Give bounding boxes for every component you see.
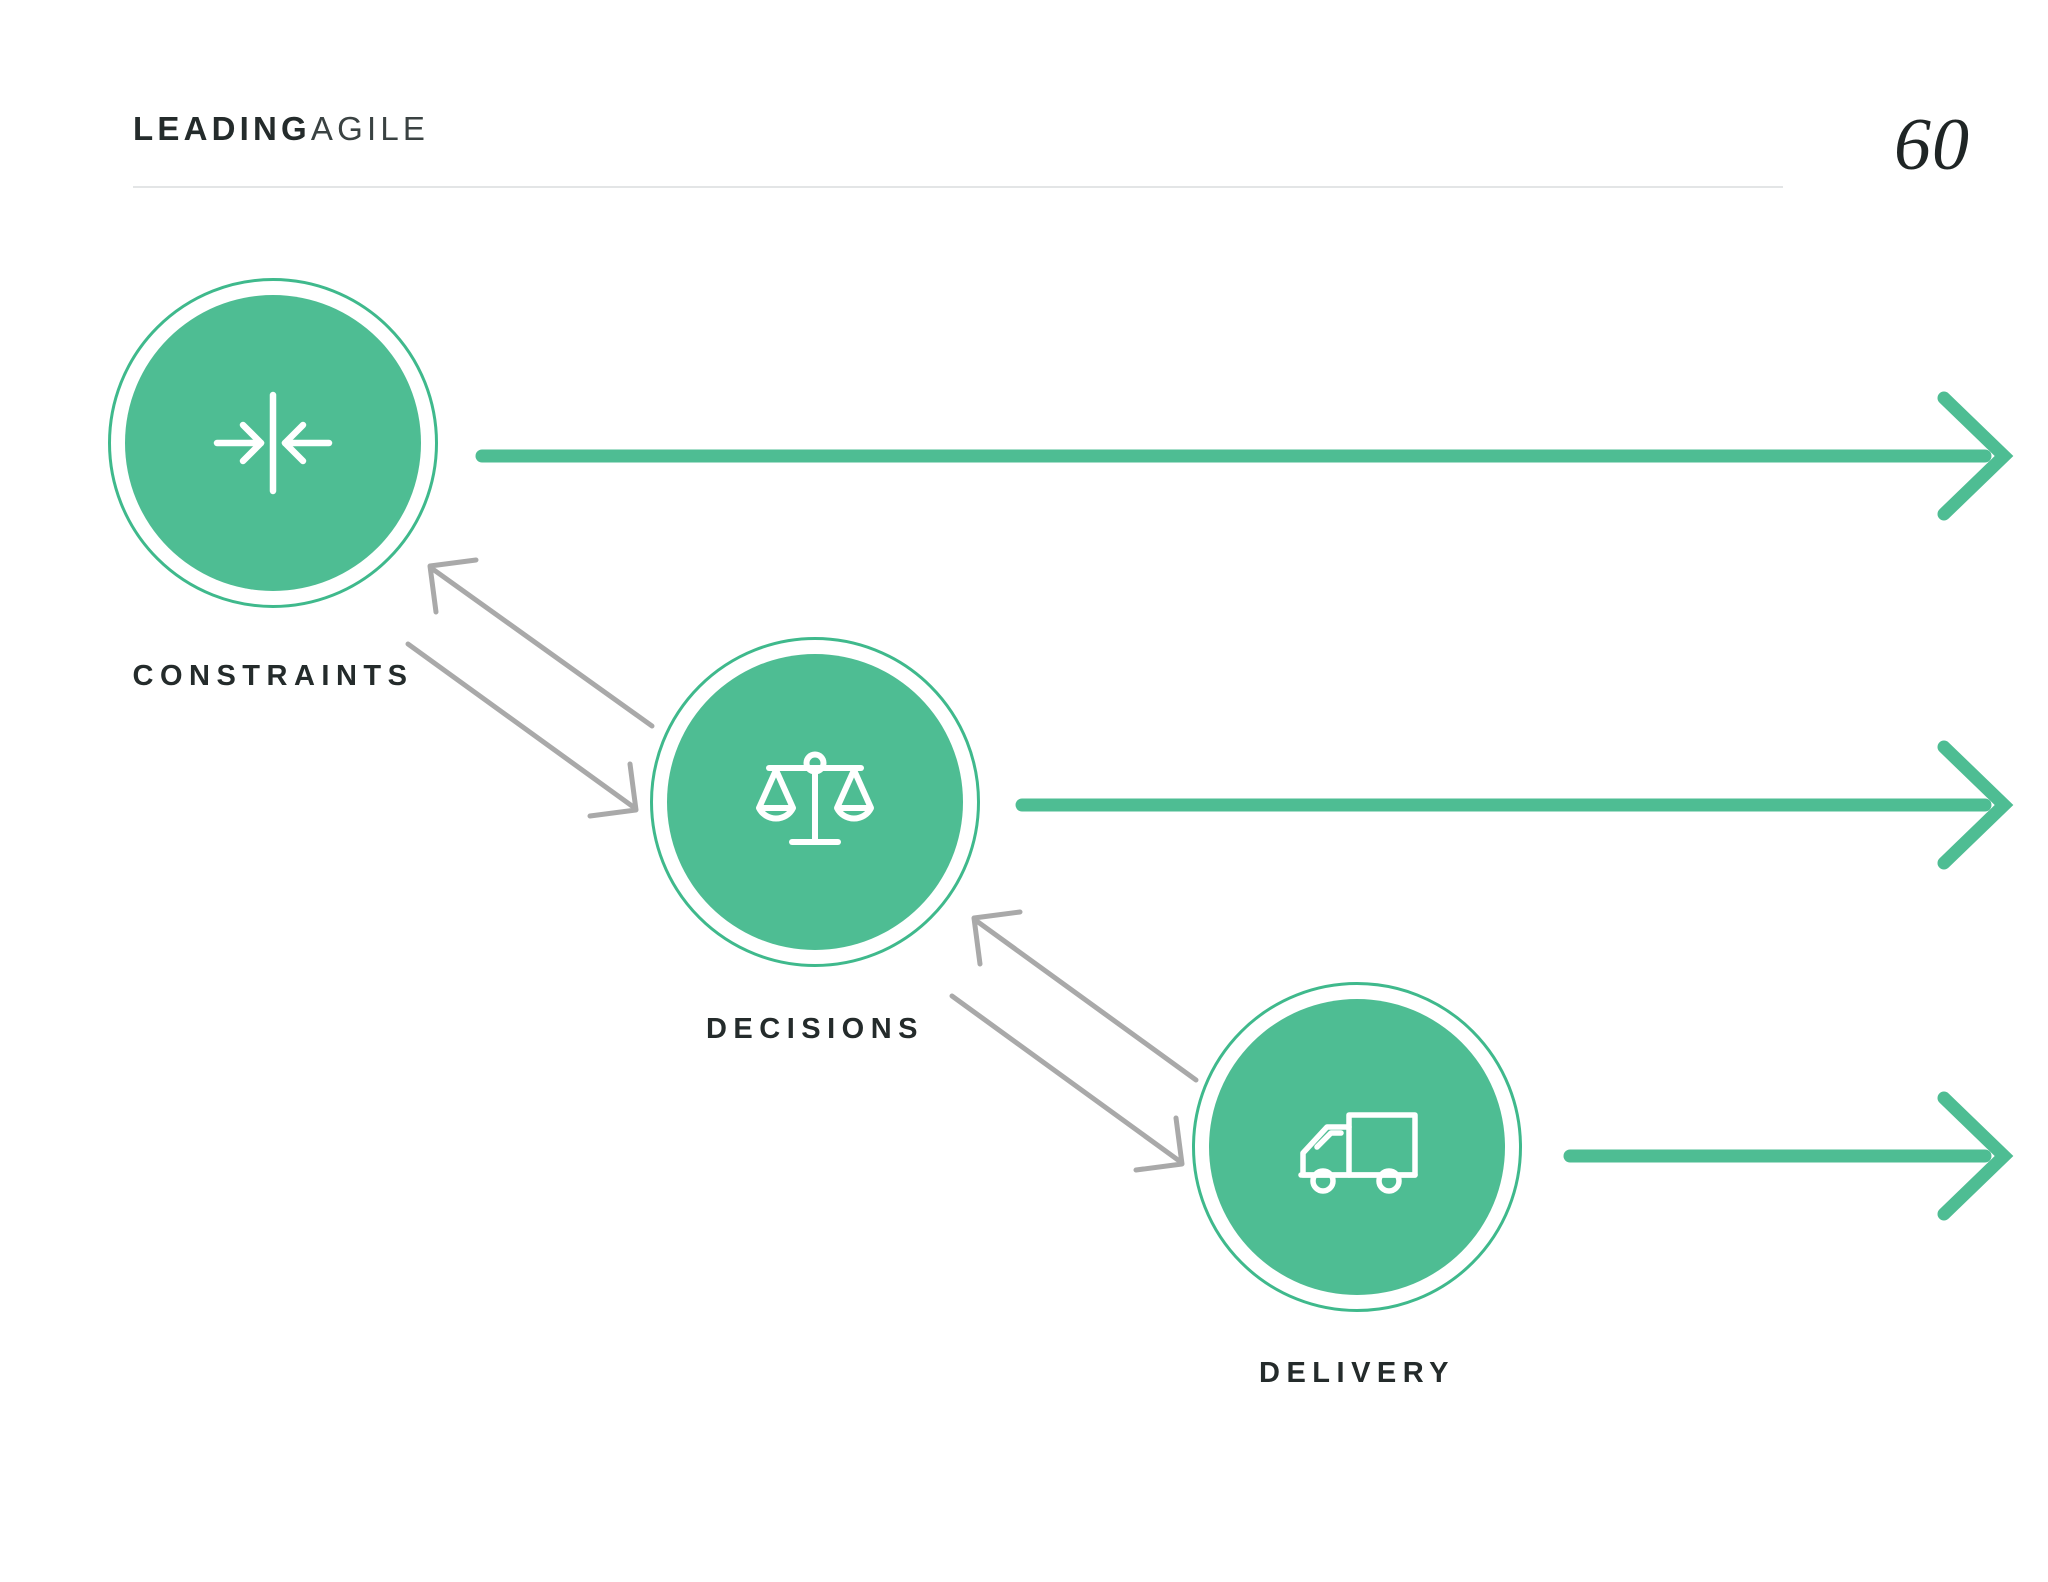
node-constraints[interactable] — [108, 278, 438, 608]
feedback-arrow-decisions-to-delivery — [949, 993, 1185, 1173]
brand-logo-light: AGILE — [310, 110, 430, 147]
node-label-decisions: DECISIONS — [705, 1013, 925, 1045]
flow-arrow-decisions — [1015, 740, 2014, 870]
node-label-constraints: CONSTRAINTS — [132, 660, 414, 692]
brand-logo: LEADINGAGILE — [133, 112, 429, 145]
node-disc — [125, 295, 421, 591]
feedback-arrow-decisions-to-constraints — [427, 557, 655, 729]
flow-arrow-constraints — [475, 391, 2014, 521]
node-outer-ring — [1192, 982, 1522, 1312]
feedback-arrow-constraints-to-decisions — [405, 641, 639, 819]
feedback-arrow-delivery-to-decisions — [971, 909, 1199, 1083]
flow-arrow-delivery — [1563, 1091, 2014, 1221]
node-label-delivery: DELIVERY — [1259, 1357, 1455, 1389]
node-delivery[interactable] — [1192, 982, 1522, 1312]
delivery-truck-icon — [1298, 1112, 1418, 1194]
brand-logo-bold: LEADING — [133, 110, 311, 147]
node-disc — [1209, 999, 1505, 1295]
header-divider — [133, 186, 1783, 188]
constraints-converge-icon — [213, 391, 333, 495]
node-outer-ring — [108, 278, 438, 608]
node-outer-ring — [650, 637, 980, 967]
page-number: 60 — [1894, 104, 1970, 186]
balance-scale-icon — [756, 751, 874, 845]
node-decisions[interactable] — [650, 637, 980, 967]
node-disc — [667, 654, 963, 950]
